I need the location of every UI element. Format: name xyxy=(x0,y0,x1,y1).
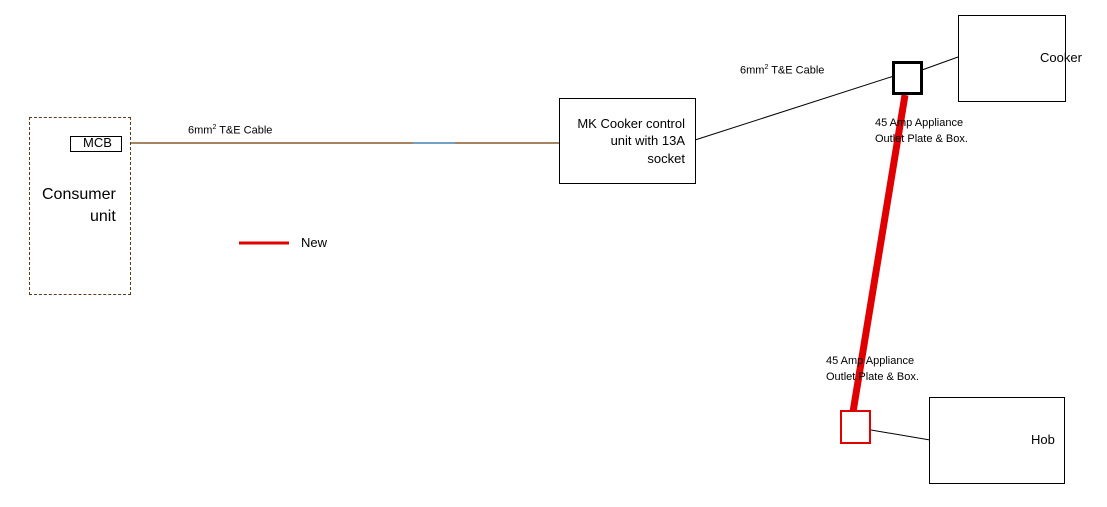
control-unit-line3: socket xyxy=(647,151,685,166)
control-unit-line1: MK Cooker control xyxy=(577,116,685,131)
cooker-outlet-box xyxy=(892,61,923,95)
hob-label: Hob xyxy=(1031,432,1055,447)
cooker-feed-cable xyxy=(694,75,895,141)
cooker-control-unit xyxy=(559,98,696,184)
cooker-outlet-label-line1: 45 Amp Appliance xyxy=(875,117,964,129)
consumer-unit-label-line1: Consumer xyxy=(42,186,116,203)
hob-outlet-link xyxy=(870,429,931,441)
hob-outlet-label-line2: Outlet Plate & Box. xyxy=(826,371,919,383)
cooker-outlet-label-line2: Outlet Plate & Box. xyxy=(875,133,968,145)
legend-new-label: New xyxy=(301,235,328,250)
consumer-unit-label-line2: unit xyxy=(90,208,116,225)
hob-box xyxy=(929,397,1065,484)
main-cable-label: 6mm2 T&E Cable xyxy=(188,124,273,137)
cooker-outlet-link xyxy=(921,56,959,71)
new-cable-outlet-to-outlet xyxy=(849,94,909,413)
hob-outlet-box xyxy=(840,410,871,444)
cooker-box xyxy=(958,15,1066,102)
mcb-box xyxy=(70,136,122,152)
cooker-label: Cooker xyxy=(1040,50,1082,65)
hob-outlet-label-line1: 45 Amp Appliance xyxy=(826,355,915,367)
cooker-cable-label: 6mm2 T&E Cable xyxy=(740,64,825,77)
mcb-label: MCB xyxy=(83,135,112,150)
control-unit-line2: unit with 13A xyxy=(610,133,685,148)
